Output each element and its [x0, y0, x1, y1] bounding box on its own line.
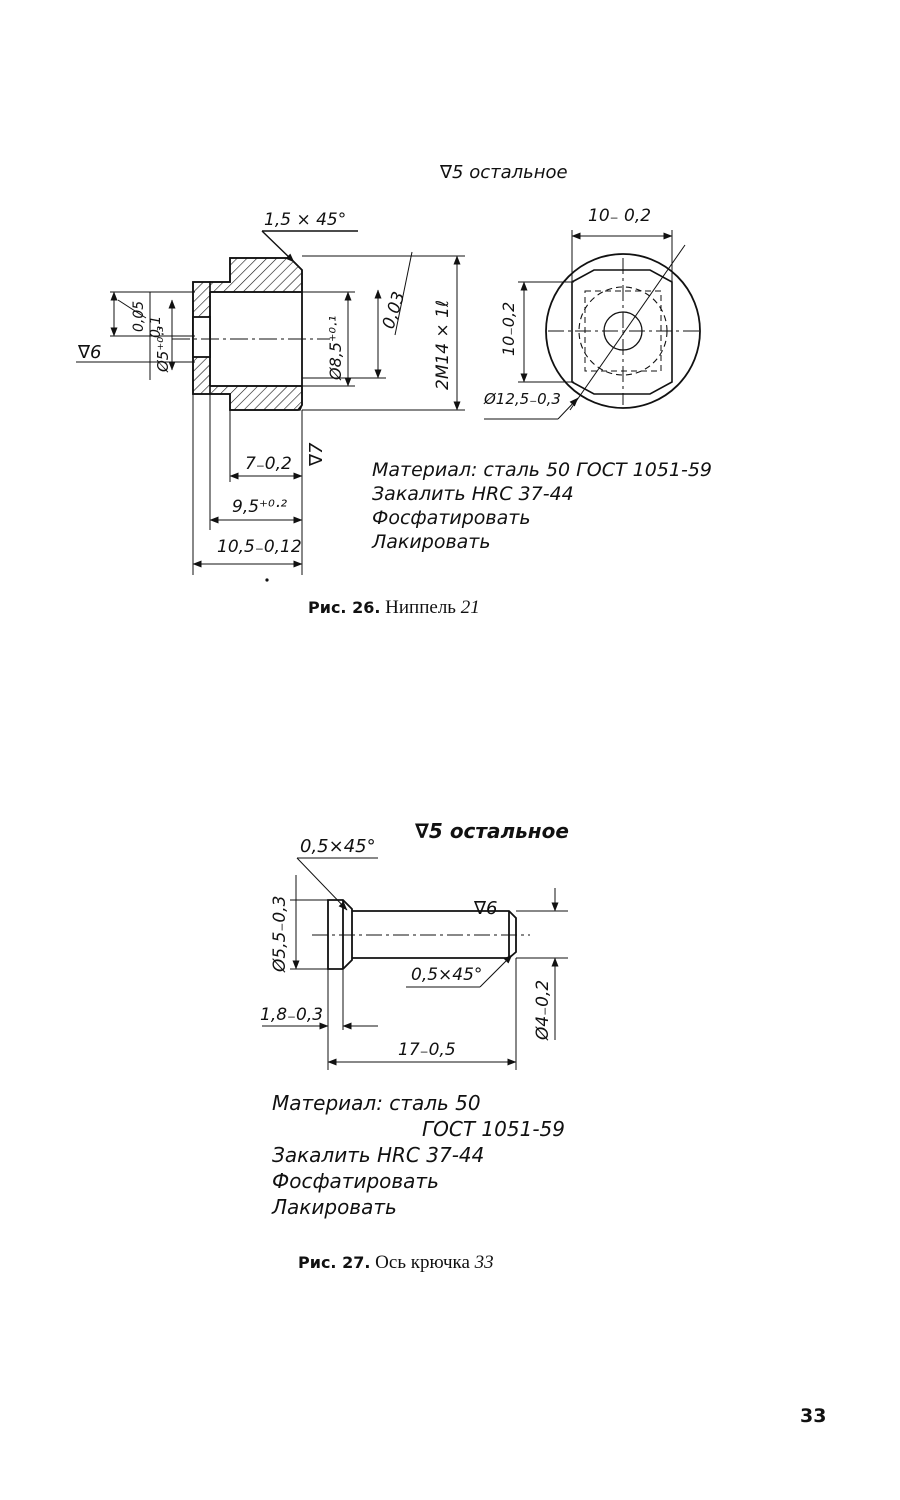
fig27-diam55-label: Ø5,5₋0,3 [270, 896, 290, 973]
page-number: 33 [800, 1405, 827, 1427]
fig27-chamfer-tip-label: 0,5×45° [411, 965, 482, 985]
fig26-rough7: ∇7 [306, 442, 327, 467]
fig26-diam125-label: Ø12,5₋0,3 [483, 390, 561, 408]
fig26-caption-label: Рис. 26. [308, 598, 381, 617]
fig26-diam5-label: Ø5⁺⁰·³ [154, 326, 172, 373]
fig26-caption-num: 21 [460, 597, 480, 618]
fig27-note-line: Материал: сталь 50 [272, 1091, 481, 1115]
fig27-surface-note: ∇5 остальное [415, 819, 569, 843]
fig26-note-line: Фосфатировать [372, 507, 531, 529]
fig26-chamfer-label: 1,5 × 45° [264, 210, 346, 230]
fig27-len17-label: 17₋0,5 [398, 1040, 456, 1060]
fig26-val-005: 0,05 [131, 301, 147, 332]
fig26-thread-label: 2M14 × 1ℓ [433, 300, 453, 390]
fig26-note-line: Лакировать [372, 531, 491, 553]
fig27-caption-label: Рис. 27. [298, 1253, 371, 1272]
fig27-drawing: ∇5 остальное 0,5×45° ∇6 Ø5,5₋0,3 0,5×45°… [260, 819, 569, 1070]
fig26-surface-note: ∇5 остальное [439, 162, 568, 183]
fig26-material-notes: Материал: сталь 50 ГОСТ 1051-59 Закалить… [372, 458, 712, 554]
fig26-bore-label: Ø8,5⁺⁰·¹ [326, 316, 345, 381]
fig27-note-line: Закалить HRC 37-44 [272, 1143, 485, 1167]
fig26-val-01: 0,1 [148, 316, 164, 338]
fig26-caption: Рис. 26. Ниппель 21 [308, 597, 480, 619]
fig26-len7-label: 7₋0,2 [245, 454, 292, 474]
fig27-caption: Рис. 27. Ось крючка 33 [298, 1252, 494, 1274]
fig26-part-outline [192, 257, 303, 411]
fig27-note-line: Фосфатировать [272, 1169, 439, 1193]
fig26-tol-label: 0,03 [379, 289, 410, 331]
fig27-chamfer-head-label: 0,5×45° [300, 836, 376, 857]
fig27-material-notes: Материал: сталь 50 ГОСТ 1051-59 Закалить… [272, 1090, 565, 1220]
fig26-chamfer-leader [261, 230, 295, 263]
fig26-note-line: Закалить HRC 37-44 [372, 483, 574, 505]
fig26-width-label: 10₋ 0,2 [588, 206, 651, 226]
fig26-len105-label: 10,5₋0,12 [217, 537, 302, 557]
fig26-rough6: ∇6 [77, 342, 102, 363]
fig27-len18-label: 1,8₋0,3 [260, 1005, 323, 1025]
fig27-diam4-label: Ø4₋0,2 [533, 980, 553, 1041]
fig26-caption-text: Ниппель [385, 597, 456, 618]
fig27-note-line: Лакировать [272, 1195, 397, 1219]
fig27-caption-text: Ось крючка [375, 1252, 470, 1273]
fig26-note-line: Материал: сталь 50 ГОСТ 1051-59 [372, 459, 713, 481]
fig27-rough6: ∇6 [473, 898, 498, 919]
fig27-note-line: ГОСТ 1051-59 [422, 1117, 565, 1141]
fig26-end-view [545, 244, 701, 411]
fig27-caption-num: 33 [474, 1252, 494, 1273]
fig26-len95-label: 9,5⁺⁰·² [232, 497, 287, 517]
fig26-height-label: 10₋0,2 [499, 302, 518, 356]
